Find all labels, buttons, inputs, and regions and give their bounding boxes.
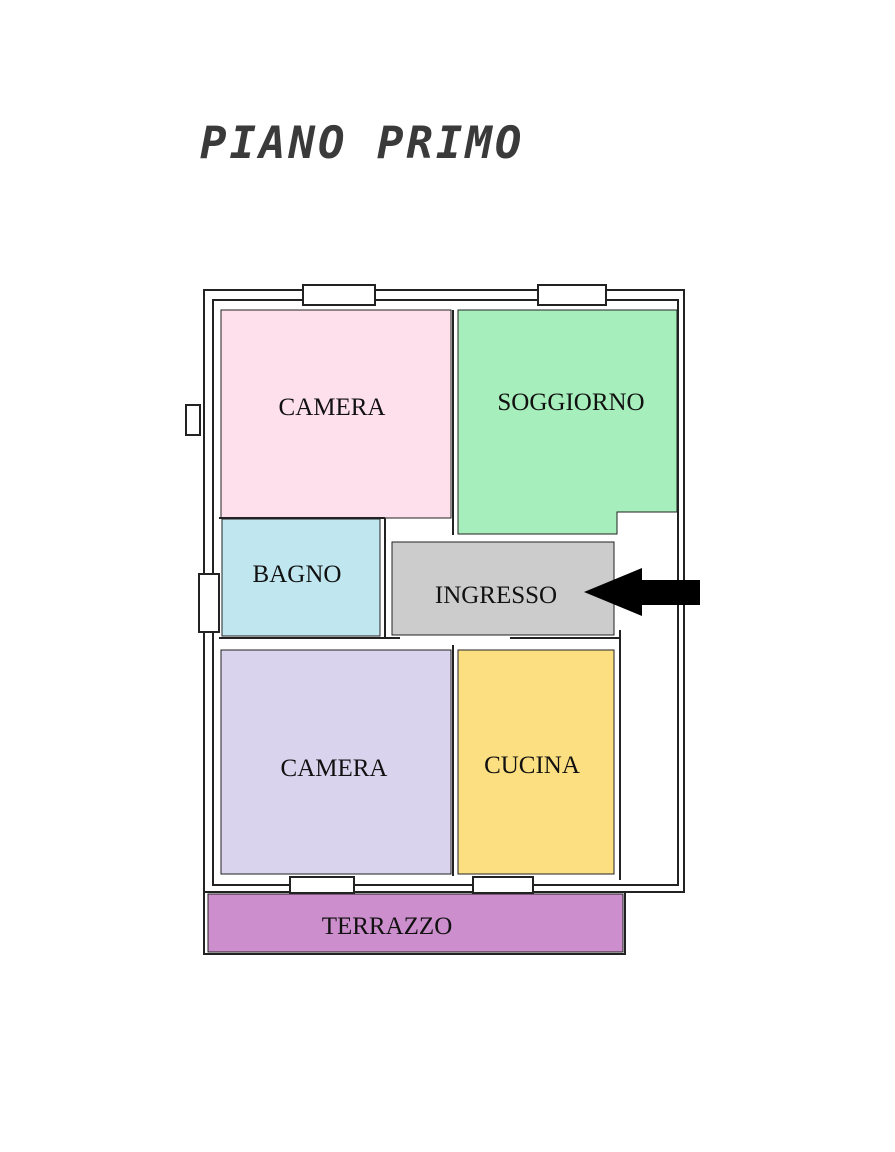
label-soggiorno: SOGGIORNO: [497, 389, 644, 416]
plan-title: PIANO PRIMO: [200, 118, 524, 169]
room-ingresso: [391, 541, 615, 636]
label-terrazzo: TERRAZZO: [322, 913, 453, 940]
label-bagno: BAGNO: [253, 561, 342, 588]
windows: [198, 284, 607, 894]
room-bagno: [221, 518, 381, 637]
room-terrazzo: [207, 893, 624, 953]
wall-pillar: [185, 404, 201, 436]
entrance-arrow-icon: [584, 568, 700, 616]
room-camera-bottom: [220, 649, 452, 875]
label-camera-bottom: CAMERA: [281, 755, 388, 782]
room-camera-top: [220, 309, 452, 519]
room-cucina: [457, 649, 615, 875]
room-soggiorno: [457, 309, 678, 535]
label-ingresso: INGRESSO: [435, 582, 557, 609]
label-camera-top: CAMERA: [279, 394, 386, 421]
interior-walls: [219, 310, 621, 880]
label-cucina: CUCINA: [484, 752, 580, 779]
